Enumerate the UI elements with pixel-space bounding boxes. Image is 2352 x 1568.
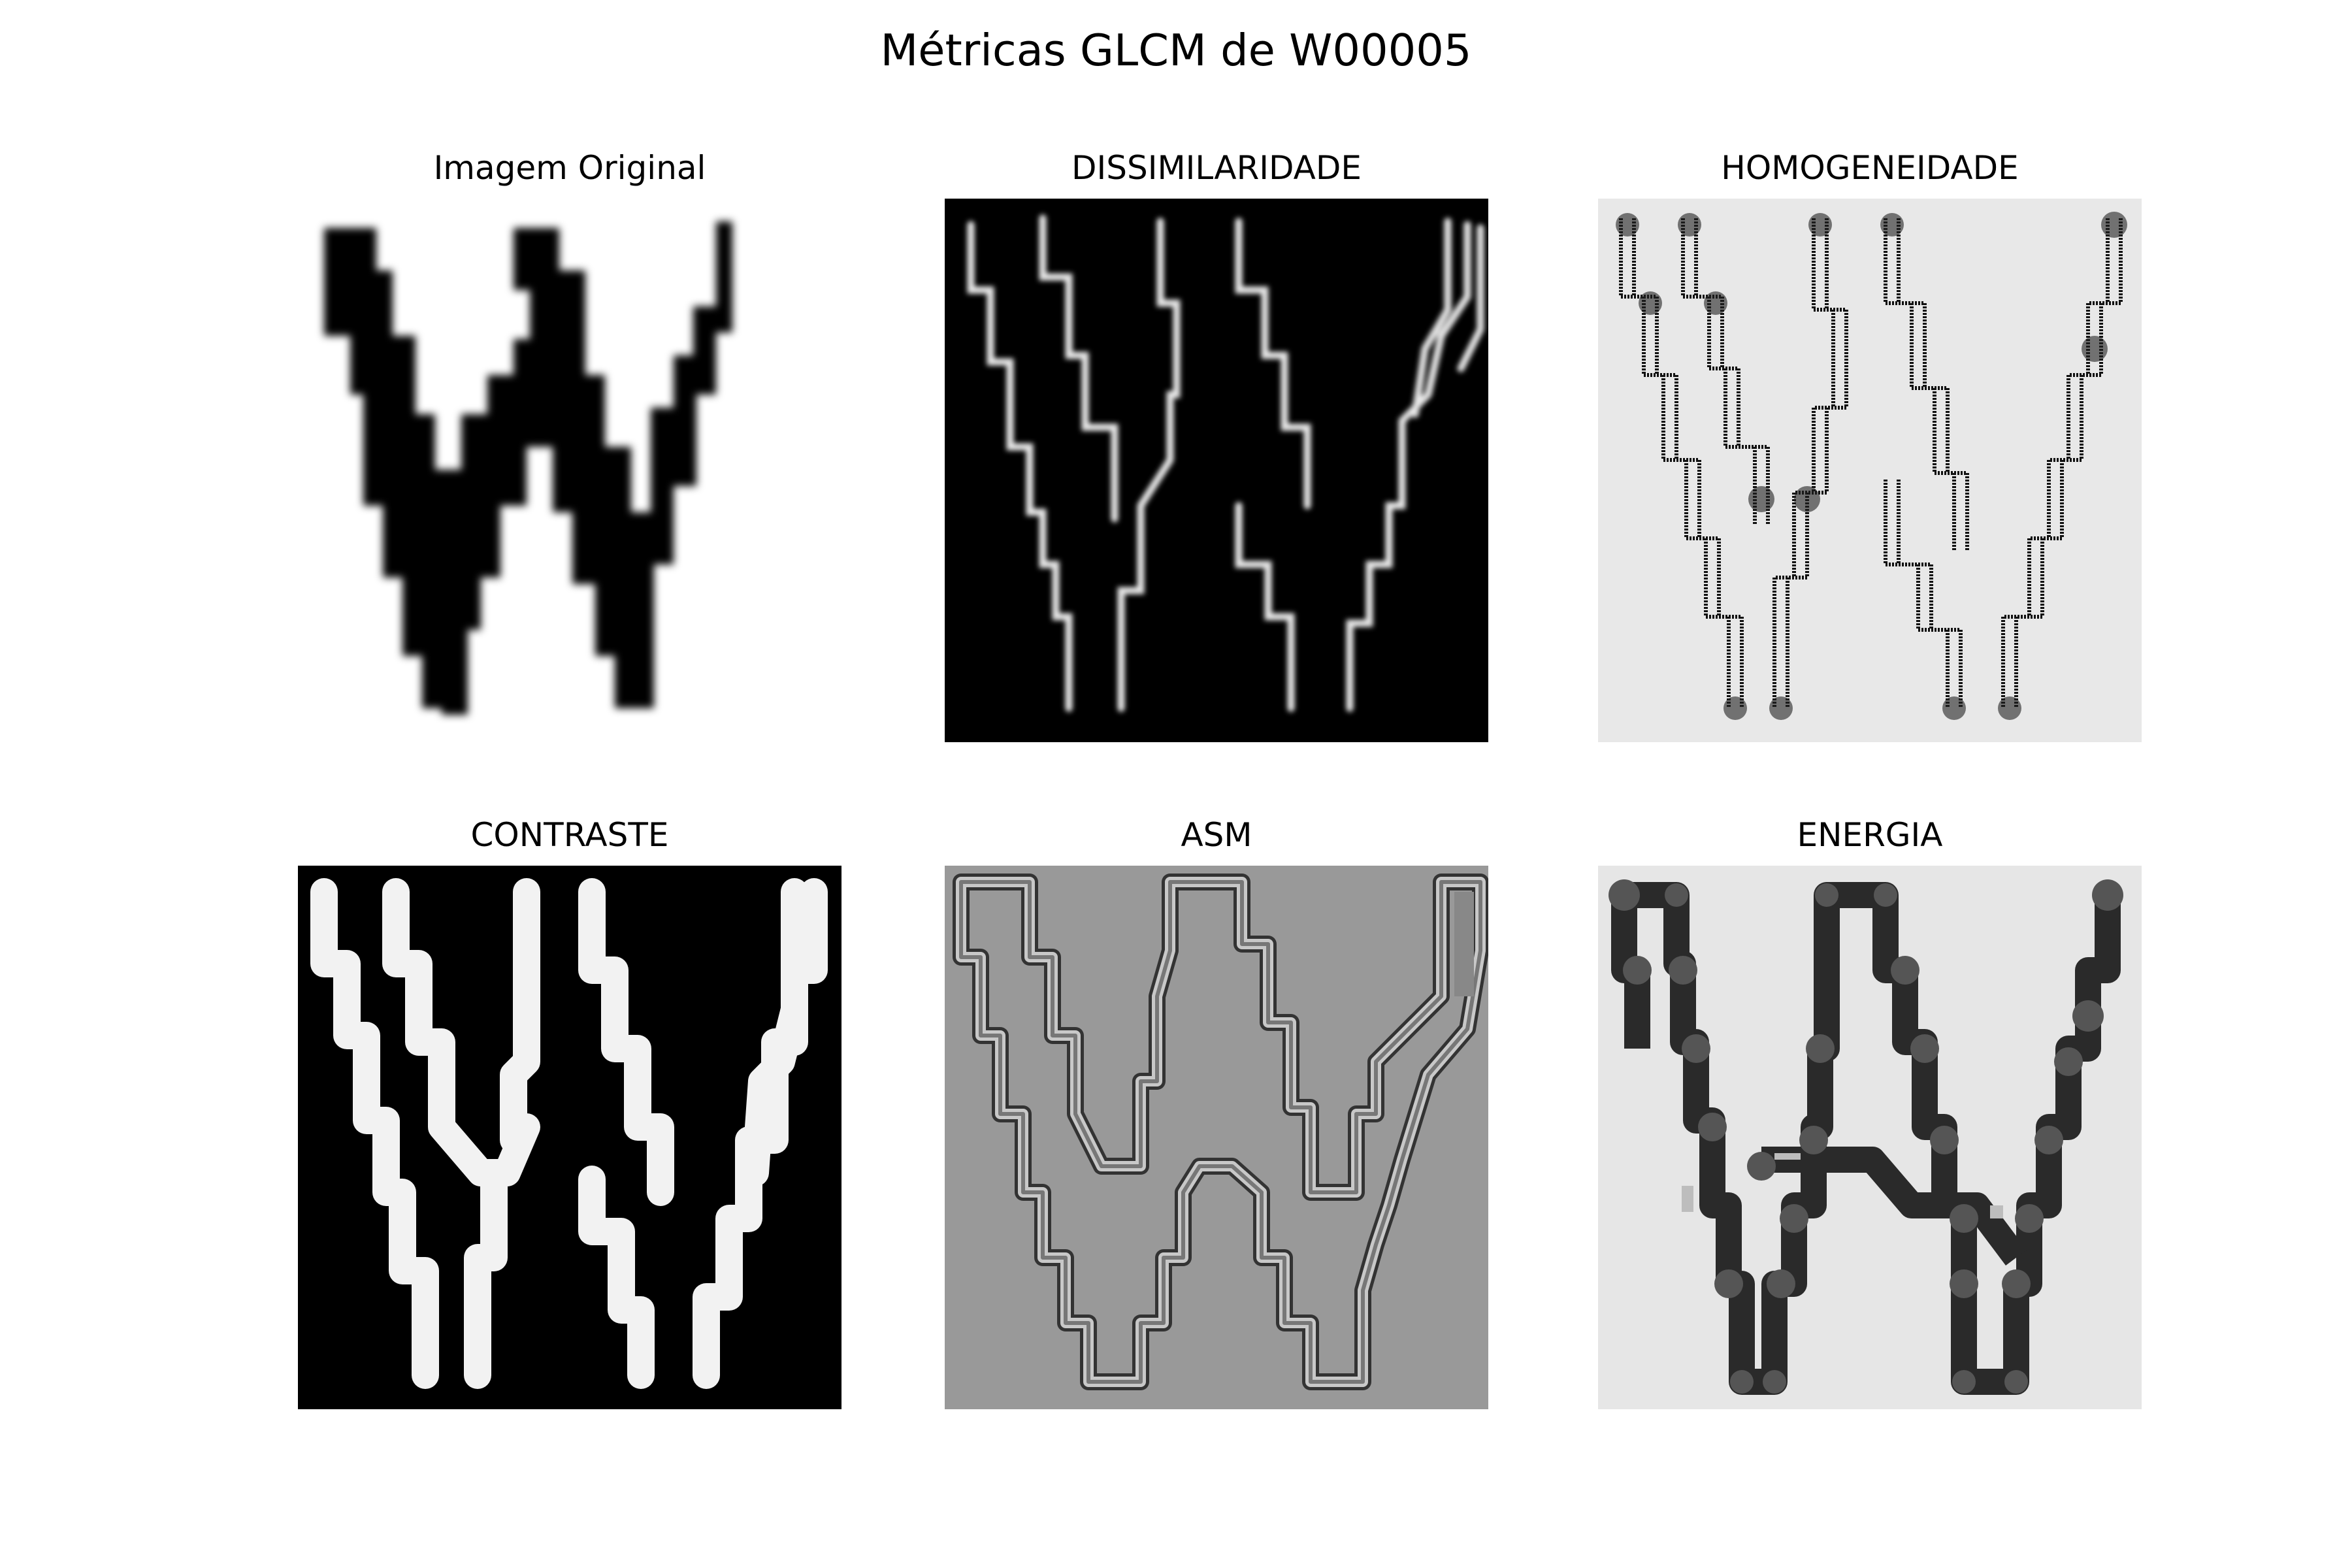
figure-title: Métricas GLCM de W00005 [880, 25, 1472, 76]
panel-title-asm: ASM [1181, 816, 1252, 854]
panel-title-dissimilarity: DISSIMILARIDADE [1071, 149, 1362, 187]
original-image [298, 199, 841, 742]
panel-title-energy: ENERGIA [1797, 816, 1943, 854]
panel-title-original: Imagem Original [433, 149, 706, 187]
contrast-image [298, 866, 841, 1409]
energy-image [1598, 866, 2142, 1409]
dissimilarity-image [945, 199, 1488, 742]
asm-image [945, 866, 1488, 1409]
panel-title-homogeneity: HOMOGENEIDADE [1721, 149, 2019, 187]
homogeneity-image [1598, 199, 2142, 742]
panel-title-contrast: CONTRASTE [470, 816, 669, 854]
